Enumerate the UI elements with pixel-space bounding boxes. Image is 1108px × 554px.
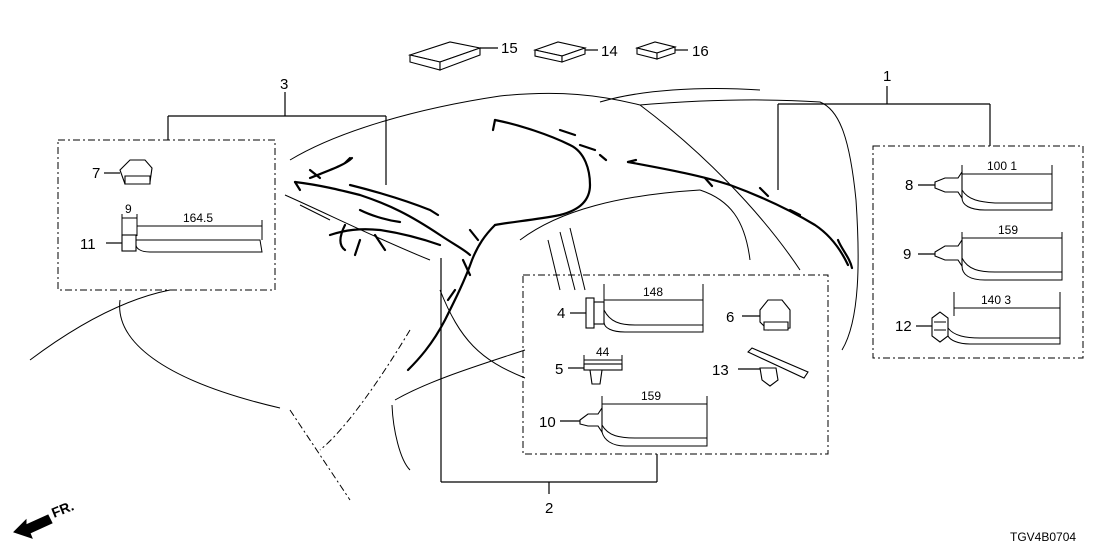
part-10-clip — [560, 396, 708, 447]
callout-14: 14 — [601, 43, 618, 60]
part-14-sheet — [532, 41, 598, 63]
callout-6: 6 — [726, 309, 734, 326]
vehicle-body-outline — [29, 88, 859, 501]
callout-12: 12 — [895, 318, 912, 335]
group-1-bracket — [777, 86, 991, 190]
part-13-clip — [738, 347, 809, 387]
dimension-part-11: 164.5 — [183, 211, 213, 225]
callout-11: 11 — [80, 236, 96, 253]
part-5-clip — [568, 355, 623, 385]
group-3-box — [57, 139, 276, 291]
part-4-clip — [570, 284, 704, 333]
roof-wire-harness — [293, 118, 854, 372]
dimension-part-12: 140 3 — [981, 293, 1011, 307]
part-9-clip — [918, 232, 1063, 281]
callout-5: 5 — [555, 361, 563, 378]
part-7-clip — [104, 159, 153, 185]
callout-1: 1 — [883, 68, 891, 85]
part-6-clip — [742, 299, 791, 331]
dimension-part-5: 44 — [596, 345, 610, 359]
diagram-code: TGV4B0704 — [1010, 530, 1076, 544]
callout-8: 8 — [905, 177, 913, 194]
dimension-part-8: 100 1 — [987, 159, 1017, 173]
dimension-part-10: 159 — [641, 389, 661, 403]
front-direction-arrow-icon — [13, 514, 53, 539]
dimension-part-9: 159 — [998, 223, 1018, 237]
dimension-part-11-small: 9 — [125, 202, 132, 216]
callout-2: 2 — [545, 500, 553, 517]
dimension-part-4: 148 — [643, 285, 663, 299]
part-12-clip — [916, 292, 1061, 345]
callout-3: 3 — [280, 76, 288, 93]
callout-16: 16 — [692, 43, 709, 60]
callout-4: 4 — [557, 305, 565, 322]
group-1-box — [872, 145, 1084, 359]
dimension-labels: 9 164.5 100 1 159 140 3 148 44 159 — [125, 159, 1018, 403]
part-11-clip — [106, 214, 263, 253]
group-2-box — [522, 274, 829, 455]
callout-labels: 1 2 3 4 5 6 7 8 9 10 11 12 13 14 15 16 — [80, 40, 913, 517]
callout-13: 13 — [712, 362, 729, 379]
group-3-bracket — [167, 92, 387, 185]
callout-10: 10 — [539, 414, 556, 431]
callout-7: 7 — [92, 165, 100, 182]
part-16-sheet — [635, 41, 688, 60]
group-2-bracket — [440, 258, 658, 494]
part-8-clip — [918, 165, 1053, 211]
callout-9: 9 — [903, 246, 911, 263]
front-label: FR. — [49, 497, 76, 520]
part-15-sheet — [407, 41, 498, 71]
callout-15: 15 — [501, 40, 518, 57]
